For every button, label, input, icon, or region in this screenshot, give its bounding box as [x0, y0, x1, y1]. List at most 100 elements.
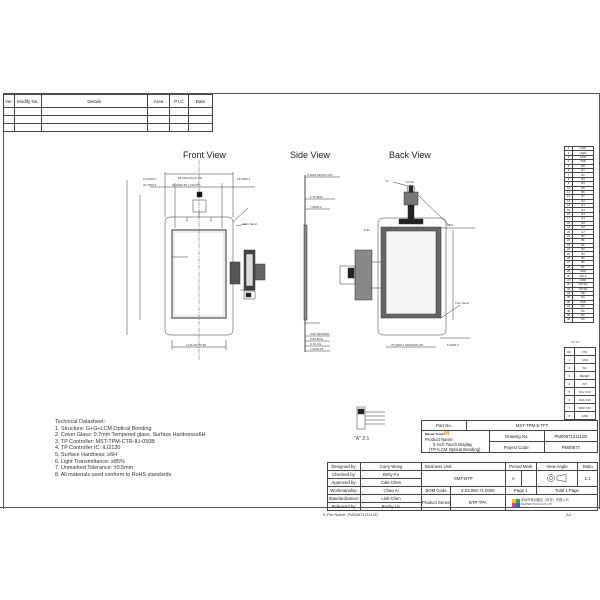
- title-block-lower: Designed by: Curry Wong Business Unit: P…: [327, 462, 599, 511]
- front-side-connector: [229, 261, 241, 285]
- brand-mark: M: [444, 431, 450, 438]
- dim-lcm: LCM OD 75.90: [186, 343, 206, 347]
- side-bottom-2: 0.60 BOA: [310, 337, 323, 341]
- projection-symbol-icon: [547, 474, 567, 482]
- part-no-value: MST-TPM-5-TFT: [466, 420, 598, 431]
- file-name: E-File Name: PM0087121112D: [323, 512, 378, 517]
- business-unit-label: Business Unit:: [421, 462, 506, 471]
- detail-a-drawing: [356, 406, 385, 430]
- dim-left-2: 22.75±0.5: [143, 183, 157, 187]
- tp-pin-name: SCL 3.3V: [573, 387, 597, 396]
- project-code-label: Project Code:: [488, 441, 545, 453]
- tp-pin-number: 3: [564, 371, 575, 380]
- bom-code-label: BOM Code: [420, 486, 452, 495]
- side-bottom-4: 1.60±0.15: [310, 347, 324, 351]
- back-view-title: Back View: [389, 150, 431, 160]
- page-number: Page 1: [504, 486, 538, 495]
- tp-header-no: NO.: [564, 347, 575, 356]
- view-angle-symbol: [535, 470, 579, 487]
- sheet-size: A4: [566, 512, 571, 517]
- datasheet-item: 1. Structure: G+G+LCM Optical Bonding: [55, 425, 152, 432]
- tp-header-pin: PIN: [573, 347, 597, 356]
- dim-right: 12.90±0.2: [237, 177, 251, 181]
- side-view-title: Side View: [290, 150, 330, 160]
- company-name: 深圳市美创触控（科技）有限公司: [520, 498, 569, 502]
- tp-pin-name: INT: [573, 379, 597, 388]
- frame-bottom-line: [0, 507, 600, 508]
- part-no-label: Part No.: [421, 420, 467, 431]
- dim-top-2: 64.20±0.2(CG VA): [178, 176, 202, 180]
- tp-pin-number: 4: [564, 379, 575, 388]
- turn-hand-front: Turn hand: [243, 222, 257, 226]
- sig-label: Standardization:: [327, 494, 361, 503]
- company-logo-icon: [511, 498, 520, 507]
- datasheet-item: 7. Unmarked Tolerance: ±0.5mm: [55, 465, 134, 472]
- tp-pin-name: RESET: [573, 371, 597, 380]
- sig-value: Betty Fu: [360, 470, 422, 479]
- tp-pin-number: 7: [564, 403, 575, 412]
- sig-value: Curry Wong: [360, 462, 422, 471]
- drawing-no-label: Drawing No.: [488, 430, 545, 442]
- product-name-1: 5 inch Touch Display: [433, 442, 473, 447]
- sig-label: Approved by:: [327, 478, 361, 487]
- product-series-label: Product Series: [420, 494, 452, 511]
- back-fpc: [407, 204, 415, 221]
- sig-value: Link Chen: [360, 494, 422, 503]
- back-dim-1: 10.50: [406, 180, 414, 184]
- sig-label: Designed by:: [327, 462, 361, 471]
- drawing-no-value: PM0087121112D: [543, 430, 599, 442]
- tp-pin-name: GND: [573, 355, 597, 364]
- total-pages: Total 1 Page: [536, 486, 598, 495]
- tp-pin-title: TP Pin: [571, 340, 580, 344]
- side-dim-3: 7.00±0.2: [310, 205, 322, 209]
- tp-pin-name: VDD 3.3V: [573, 403, 597, 412]
- datasheet-item: 4. TP Controller IC: ILI2130: [55, 445, 121, 452]
- technical-datasheet: Technical Datasheet: 1. Structure: G+G+L…: [55, 419, 206, 478]
- sig-label: Released by:: [327, 502, 361, 511]
- back-dim-bottom: 75.90±0.2 SENSOR OD: [391, 343, 424, 347]
- pin-number: 40: [563, 317, 574, 323]
- dim-left: 12.90±0.2: [143, 177, 157, 181]
- business-unit-value: SMT-BTP: [421, 470, 506, 487]
- side-bottom-3: 0.70 CG: [310, 342, 322, 346]
- fpc-label: FPC: [447, 223, 454, 227]
- title-block: Part No. MST-TPM-5-TFT Master TouchM Pro…: [421, 420, 599, 453]
- back-view-drawing: [339, 181, 475, 348]
- bom-code-value: 2.23.050.71.0000: [450, 486, 506, 495]
- datasheet-item: 8. All materials used conform to RoHS st…: [55, 471, 172, 478]
- datasheet-item: 3. TP Controller: MST-TPM-CTR-ILI-050B: [55, 438, 155, 445]
- front-view-drawing: [126, 160, 266, 360]
- project-code-value: PM0087T: [543, 441, 599, 453]
- back-side-connector: [354, 249, 373, 301]
- datasheet-title: Technical Datasheet:: [55, 419, 106, 425]
- datasheet-item: 6. Light Transmittance: ≥85%: [55, 458, 125, 465]
- ratio-value: 1:1: [577, 470, 598, 487]
- tp-pin-number: 1: [564, 355, 575, 364]
- period-mark-value: A: [504, 470, 523, 487]
- rev-row: [3, 123, 214, 132]
- sig-label: Checked by:: [327, 470, 361, 479]
- back-dim-2: 6.81: [364, 228, 370, 232]
- datasheet-item: 2. Cover Glass: 0.7mm Tempered glass, Su…: [55, 432, 206, 439]
- sig-value: Chao Ai: [360, 486, 422, 495]
- brand-logo: Master Touch: [425, 432, 445, 436]
- tp-pin-name: SDA 3.3V: [573, 395, 597, 404]
- product-name-label: Product Name:: [425, 437, 454, 442]
- detail-a-label: "A" 2:1: [354, 436, 369, 442]
- tp-pin-name: GND: [573, 411, 597, 420]
- side-view-drawing: [303, 175, 340, 352]
- datasheet-item: 5. Surface Hardness: ≥6H: [55, 451, 117, 458]
- rev-row: [3, 115, 214, 124]
- dim-top-1: 90.90±0.35 ( CG/OD): [172, 183, 201, 187]
- back-dim-right: 5.10±0.2: [447, 343, 459, 347]
- side-dim-2: 1.75 MAX: [310, 195, 323, 199]
- tp-pin-number: 8: [564, 411, 575, 420]
